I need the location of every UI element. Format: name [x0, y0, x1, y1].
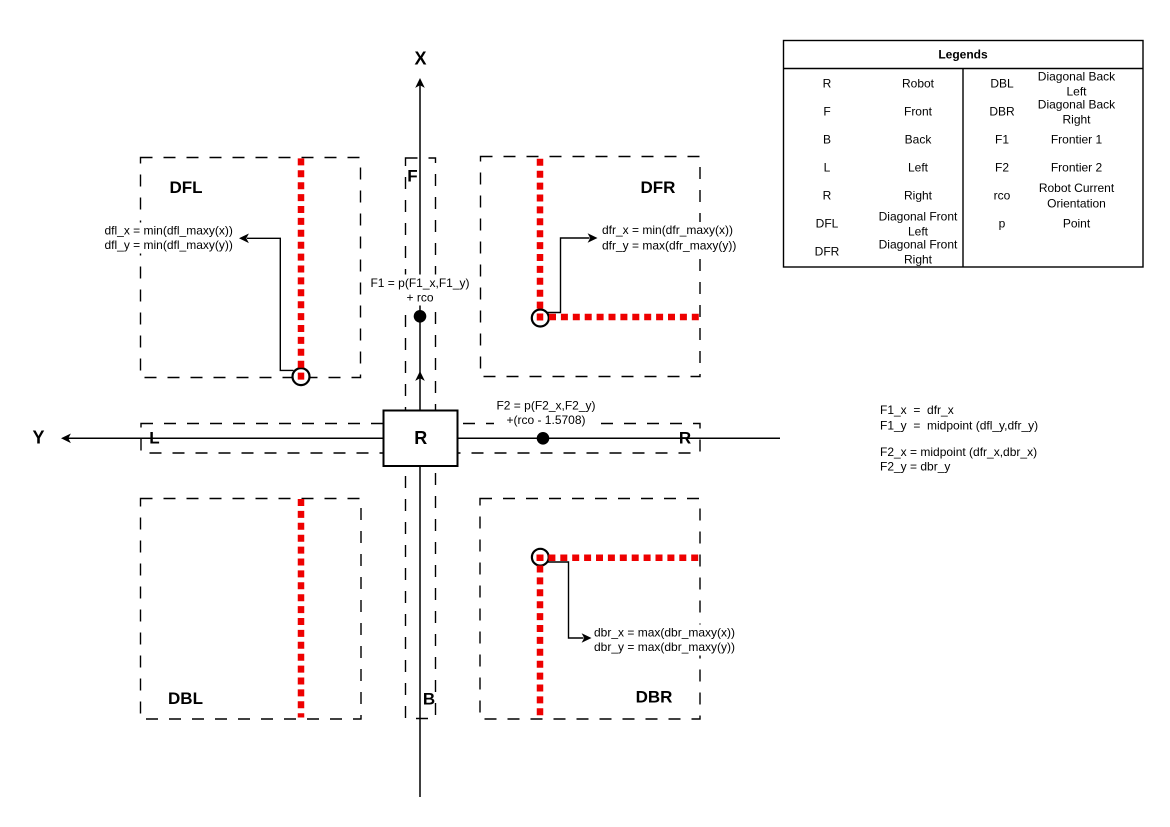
svg-text:Right: Right: [1062, 113, 1091, 127]
svg-text:Back: Back: [905, 133, 933, 147]
svg-text:DFL: DFL: [169, 178, 202, 197]
svg-text:B: B: [823, 133, 831, 147]
svg-text:DFR: DFR: [641, 178, 676, 197]
svg-text:Diagonal Back: Diagonal Back: [1038, 70, 1116, 84]
svg-text:p: p: [999, 217, 1006, 231]
svg-text:F1_y = midpoint (dfl_y,dfr_y: F1_y = midpoint (dfl_y,dfr_y): [880, 418, 1038, 432]
svg-text:R: R: [679, 429, 691, 448]
svg-text:Legends: Legends: [938, 48, 988, 62]
svg-text:Frontier 2: Frontier 2: [1051, 161, 1103, 175]
svg-text:F: F: [407, 167, 417, 186]
svg-text:B: B: [423, 690, 435, 709]
svg-text:Diagonal Back: Diagonal Back: [1038, 98, 1116, 112]
svg-text:L: L: [824, 161, 831, 175]
svg-text:F: F: [823, 105, 830, 119]
svg-text:DBR: DBR: [636, 688, 673, 707]
svg-text:dbr_x = max(dbr_maxy(x)): dbr_x = max(dbr_maxy(x)): [594, 626, 735, 640]
svg-text:Frontier 1: Frontier 1: [1051, 133, 1103, 147]
svg-text:R: R: [823, 77, 832, 91]
svg-text:F2_y = dbr_y: F2_y = dbr_y: [880, 459, 950, 473]
svg-text:Robot Current: Robot Current: [1039, 181, 1115, 195]
svg-text:X: X: [414, 49, 426, 69]
svg-text:R: R: [414, 428, 427, 448]
svg-text:Diagonal Front: Diagonal Front: [879, 210, 958, 224]
svg-text:Orientation: Orientation: [1047, 197, 1106, 211]
svg-text:L: L: [149, 429, 159, 448]
svg-text:+(rco - 1.5708): +(rco - 1.5708): [506, 413, 585, 427]
svg-text:Front: Front: [904, 105, 933, 119]
svg-text:Left: Left: [908, 225, 929, 239]
svg-text:DFL: DFL: [816, 217, 839, 231]
svg-text:DFR: DFR: [815, 245, 840, 259]
svg-text:Point: Point: [1063, 217, 1091, 231]
svg-text:Right: Right: [904, 253, 933, 267]
svg-text:Left: Left: [1066, 85, 1087, 99]
svg-text:dbr_y = max(dbr_maxy(y)): dbr_y = max(dbr_maxy(y)): [594, 640, 735, 654]
svg-text:F1_x = dfr_x: F1_x = dfr_x: [880, 403, 954, 417]
svg-text:dfl_y = min(dfl_maxy(y)): dfl_y = min(dfl_maxy(y)): [105, 238, 233, 252]
svg-text:F1 = p(F1_x,F1_y): F1 = p(F1_x,F1_y): [370, 276, 469, 290]
svg-text:F2: F2: [995, 161, 1009, 175]
svg-text:DBL: DBL: [990, 77, 1014, 91]
svg-text:R: R: [823, 189, 832, 203]
svg-text:Right: Right: [904, 189, 933, 203]
svg-text:Diagonal Front: Diagonal Front: [879, 238, 958, 252]
svg-text:Y: Y: [32, 428, 44, 448]
svg-text:F2_x = midpoint (dfr_x,dbr_x): F2_x = midpoint (dfr_x,dbr_x): [880, 445, 1037, 459]
svg-text:F2 = p(F2_x,F2_y): F2 = p(F2_x,F2_y): [496, 399, 595, 413]
svg-text:F1: F1: [995, 133, 1009, 147]
svg-text:DBR: DBR: [989, 105, 1015, 119]
svg-text:+ rco: + rco: [406, 291, 433, 305]
svg-text:Robot: Robot: [902, 77, 935, 91]
svg-text:Left: Left: [908, 161, 929, 175]
svg-text:dfl_x = min(dfl_maxy(x)): dfl_x = min(dfl_maxy(x)): [105, 224, 233, 238]
svg-text:rco: rco: [994, 189, 1011, 203]
svg-text:dfr_x = min(dfr_maxy(x)): dfr_x = min(dfr_maxy(x)): [602, 223, 733, 237]
svg-text:dfr_y = max(dfr_maxy(y)): dfr_y = max(dfr_maxy(y)): [602, 238, 736, 252]
svg-text:DBL: DBL: [168, 689, 203, 708]
